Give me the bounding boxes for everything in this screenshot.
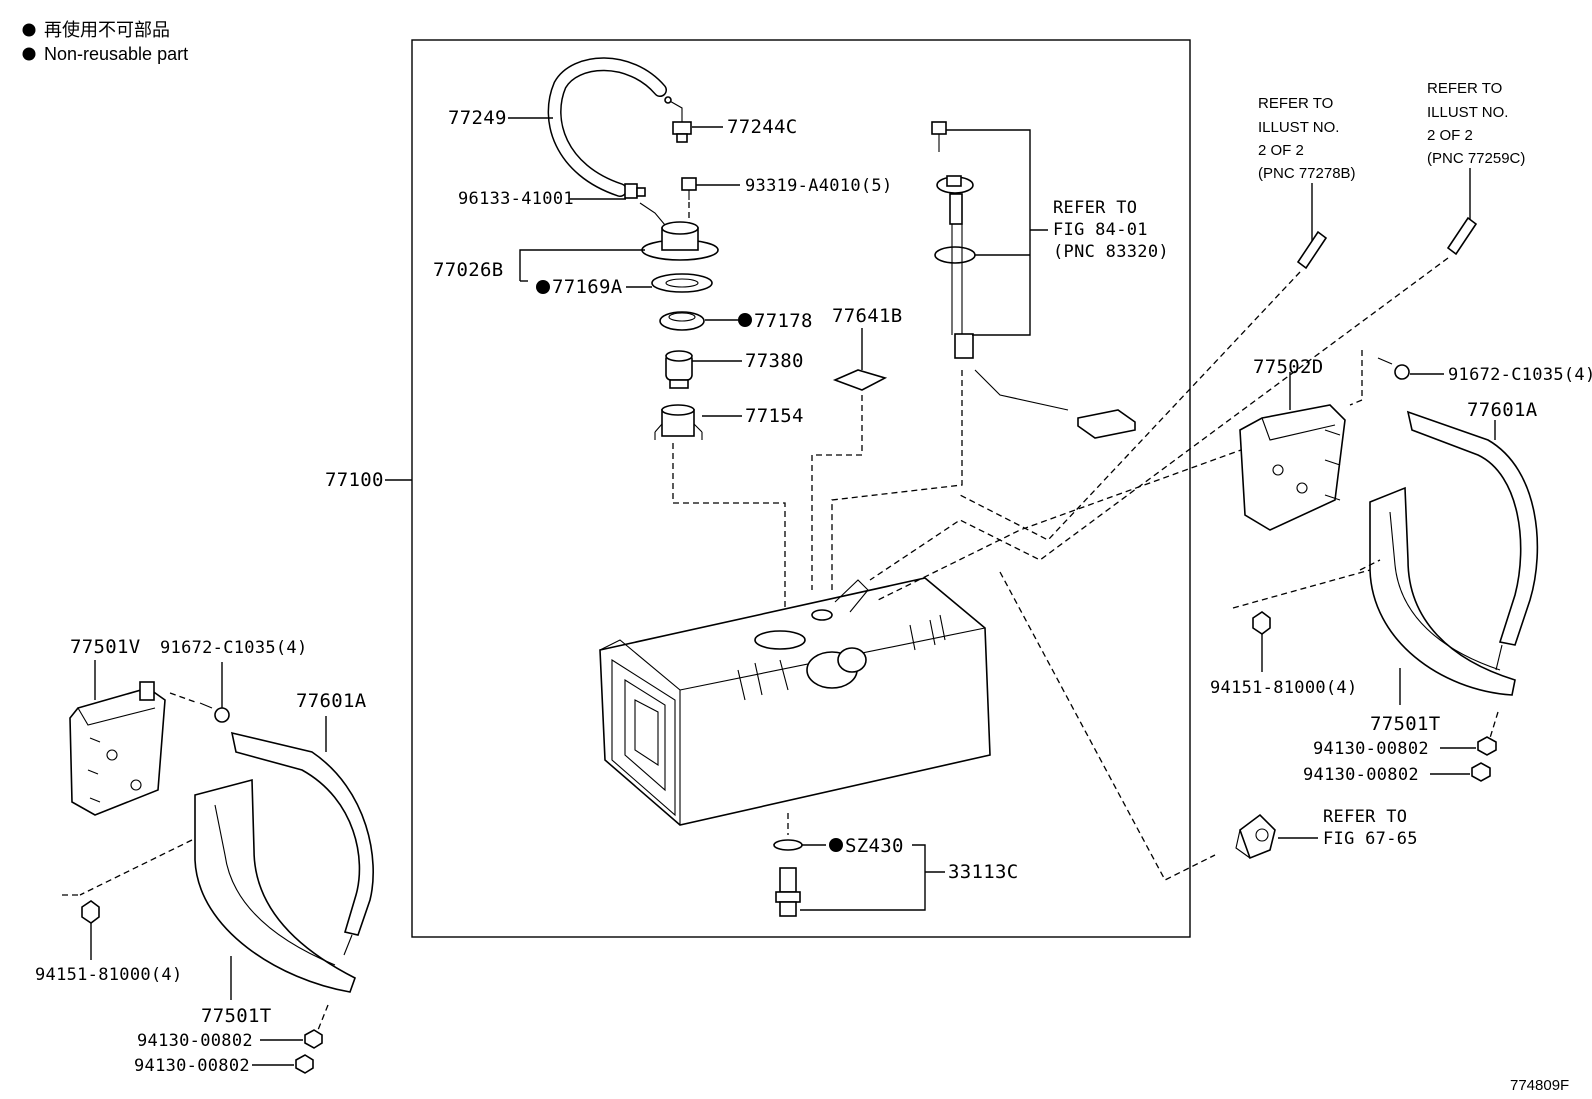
non-reusable-bullet-icon xyxy=(536,280,550,294)
strap-77601A-left-drawing xyxy=(230,731,374,956)
non-reusable-bullet-icon xyxy=(829,838,843,852)
ref-illust-a-line1: REFER TO xyxy=(1258,95,1333,112)
ring-77178-drawing xyxy=(659,311,705,331)
label-33113C: 33113C xyxy=(948,861,1018,883)
ref-illust-b-line3: 2 OF 2 xyxy=(1427,127,1473,144)
bolt-91672-right-drawing xyxy=(1377,357,1410,380)
pad-77641B-drawing xyxy=(832,369,888,391)
ref-fig84-line1: REFER TO xyxy=(1053,198,1137,218)
bolt-91672-left-drawing xyxy=(199,702,230,723)
legend-jp: 再使用不可部品 xyxy=(44,20,170,40)
label-94130-left-1: 94130-00802 xyxy=(137,1031,253,1051)
label-96133-41001: 96133-41001 xyxy=(458,189,574,209)
figure-id: 774809F xyxy=(1510,1077,1569,1094)
label-94151-left: 94151-81000(4) xyxy=(35,965,183,985)
label-94130-left-2: 94130-00802 xyxy=(134,1056,250,1076)
strap-77501T-right-drawing xyxy=(1369,486,1516,696)
pipe-77278B-drawing xyxy=(1296,230,1328,270)
label-91672-right: 91672-C1035(4) xyxy=(1448,365,1592,385)
ref-fig84-line3: (PNC 83320) xyxy=(1053,242,1169,262)
filler-hose-drawing xyxy=(547,57,667,197)
hose-fitting-drawing xyxy=(664,96,692,143)
label-77501V: 77501V xyxy=(70,636,140,658)
label-SZ430: SZ430 xyxy=(845,835,904,857)
label-77502D: 77502D xyxy=(1253,356,1323,378)
strap-77501T-left-drawing xyxy=(194,778,356,993)
ref-fig84-line2: FIG 84-01 xyxy=(1053,220,1148,240)
label-93319-A4010: 93319-A4010(5) xyxy=(745,176,893,196)
hose-clamp-drawing xyxy=(624,183,646,199)
nut-94130-left-2-drawing xyxy=(295,1054,314,1074)
label-77601A-left: 77601A xyxy=(296,690,367,712)
label-77380: 77380 xyxy=(745,350,804,372)
ref-illust-a-line3: 2 OF 2 xyxy=(1258,142,1304,159)
ref-illust-b-line1: REFER TO xyxy=(1427,80,1502,97)
valve-part-67-65-drawing xyxy=(1235,813,1276,860)
cap-77380-drawing xyxy=(665,350,693,389)
label-94130-right-1: 94130-00802 xyxy=(1313,739,1429,759)
label-91672-left: 91672-C1035(4) xyxy=(160,638,308,658)
non-reusable-bullet-icon xyxy=(22,23,36,37)
label-77100: 77100 xyxy=(325,469,384,491)
gasket-77169A-drawing xyxy=(651,273,713,293)
label-77169A: 77169A xyxy=(552,276,623,298)
label-94130-right-2: 94130-00802 xyxy=(1303,765,1419,785)
filler-pipe-sub-assy-drawing xyxy=(639,202,719,261)
label-77249: 77249 xyxy=(448,107,507,129)
legend-en: Non-reusable part xyxy=(44,44,188,64)
label-77154: 77154 xyxy=(745,405,804,427)
nut-94130-right-1-drawing xyxy=(1477,736,1497,756)
bracket-77502D-drawing xyxy=(1239,404,1346,531)
leader-fig84 xyxy=(946,129,1031,336)
drain-plug-drawing xyxy=(773,839,803,917)
ref-fig67-line1: REFER TO xyxy=(1323,807,1407,827)
nut-94130-right-2-drawing xyxy=(1471,762,1491,782)
screw-93319-drawing xyxy=(681,177,697,200)
strap-77601A-right-drawing xyxy=(1406,410,1539,671)
cup-77154-drawing xyxy=(654,404,703,440)
leader-33113C xyxy=(800,844,926,911)
label-77641B: 77641B xyxy=(832,305,902,327)
label-77244C: 77244C xyxy=(727,116,797,138)
label-77026B: 77026B xyxy=(433,259,503,281)
non-reusable-bullet-icon xyxy=(738,313,752,327)
bracket-77501V-drawing xyxy=(69,681,166,816)
non-reusable-bullet-icon xyxy=(22,47,36,61)
nut-94130-left-1-drawing xyxy=(304,1029,323,1049)
label-77501T-right: 77501T xyxy=(1370,713,1440,735)
label-77178: 77178 xyxy=(754,310,813,332)
ref-illust-b-line4: (PNC 77259C) xyxy=(1427,150,1525,167)
assembly-frame xyxy=(411,39,1191,938)
leader-77026B xyxy=(519,249,645,281)
fuel-tank-drawing xyxy=(599,577,991,826)
ref-illust-a-line4: (PNC 77278B) xyxy=(1258,165,1356,182)
nut-94151-left-drawing xyxy=(81,900,100,924)
ref-illust-a-line2: ILLUST NO. xyxy=(1258,119,1339,136)
ref-fig67-line2: FIG 67-65 xyxy=(1323,829,1418,849)
legend: 再使用不可部品 Non-reusable part xyxy=(22,20,188,64)
label-77501T-left: 77501T xyxy=(201,1005,271,1027)
label-77601A-right: 77601A xyxy=(1467,399,1538,421)
ref-illust-b-line2: ILLUST NO. xyxy=(1427,104,1508,121)
label-94151-right: 94151-81000(4) xyxy=(1210,678,1358,698)
pipe-77259C-drawing xyxy=(1446,216,1478,256)
nut-94151-right-drawing xyxy=(1252,611,1271,635)
